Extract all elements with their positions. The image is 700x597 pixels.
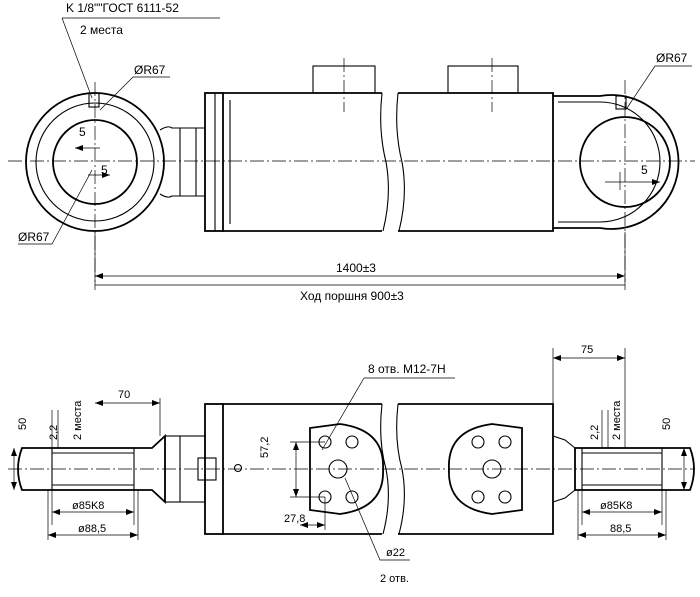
radius-left-top-leader [99,76,170,111]
top-port-2 [447,65,519,94]
thread-spec-label: K 1/8""ГОСТ 6111-52 [66,1,179,15]
stroke-label: Ход поршня 900±3 [300,289,404,303]
port-1-hole-tr [345,435,359,449]
port-flange-1 [309,423,384,515]
top-barrel-break [380,92,405,232]
dia-22-label: ø22 [386,547,405,559]
radius-right-leader [626,65,692,109]
length-total-label: 1400±3 [336,261,376,275]
left-neck [159,126,206,198]
two-places-right-label: 2 места [611,400,623,440]
two-places-left-label: 2 места [72,400,84,440]
port-1-hole-br [345,490,359,504]
bore-left-label: ø85K8 [72,500,104,512]
port-2-hole-tr [498,435,512,449]
dim-22-left-label: 2,2 [48,425,60,440]
radius-left-bottom-label: ØR67 [18,230,50,244]
dim-50-left-label: 50 [17,418,29,430]
thread-leader [61,17,93,99]
bottom-view: 50 2,2 2 места 70 75 2,2 2 места 50 8 от… [8,344,695,585]
radius-left-bottom-leader [18,169,93,245]
right-grease-fitting [615,95,627,110]
dim-5c-label: 5 [641,163,648,177]
od-left-label: ø88,5 [78,523,106,535]
bottom-vent-hole [233,463,243,473]
right-lug [574,447,695,491]
dim-50-right-label: 50 [661,418,673,430]
top-view: K 1/8""ГОСТ 6111-52 2 места ØR67 ØR67 ØR… [8,1,695,303]
right-eye-inner-contour [558,101,661,223]
bore-right-label: ø85K8 [600,500,632,512]
left-lug-bushing [51,447,135,491]
dim-70-label: 70 [118,389,130,401]
port-flange-2 [448,423,523,515]
top-barrel [223,92,554,232]
dia-22-leader [344,477,410,561]
left-grease-fitting [88,92,100,108]
port-2-hole-bl [471,490,485,504]
bottom-flange [204,403,224,535]
bottom-barrel [223,403,554,535]
two-places-top-label: 2 места [80,23,123,37]
bottom-right-neck [552,435,576,503]
port-2-hole-tl [471,435,485,449]
right-eye-body [553,94,680,230]
dim-572-label: 57,2 [259,437,271,458]
bottom-left-nut [197,457,217,481]
radius-right-label: ØR67 [656,51,688,65]
od-right-label: 88,5 [610,523,631,535]
port-2-hole-br [498,490,512,504]
bottom-barrel-break [380,403,405,535]
radius-left-top-label: ØR67 [134,63,166,77]
dim-5a-label: 5 [79,125,86,139]
right-lug-bushing [581,447,663,491]
port-1-center [328,459,348,479]
two-holes-label: 2 отв. [380,573,409,585]
port-2-center [482,459,502,479]
dim-5b-label: 5 [101,163,108,177]
top-flange [204,92,224,232]
holes-spec-label: 8 отв. M12-7H [368,362,446,376]
dim-278-label: 27,8 [284,513,305,525]
dim-75-label: 75 [581,344,593,356]
holes-spec-leader [321,377,365,451]
dim-22-right-label: 2,2 [589,425,601,440]
